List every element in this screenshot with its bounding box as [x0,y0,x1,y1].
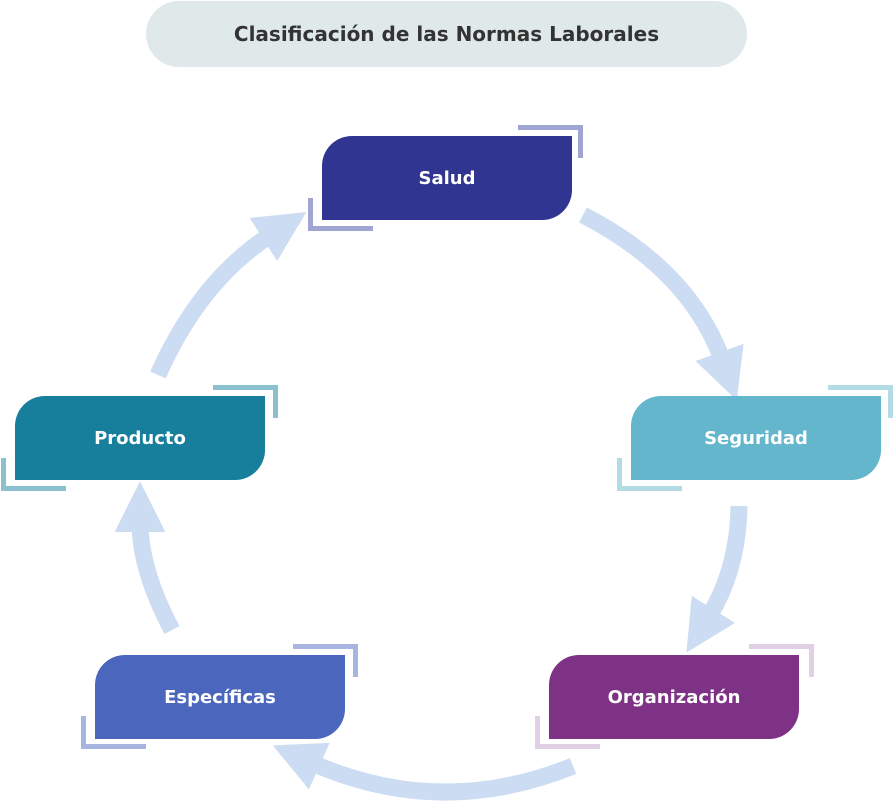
node-seguridad: Seguridad [631,396,881,480]
node-producto-label: Producto [94,427,186,449]
producto-corner-accent-top [213,385,278,418]
especificas-corner-accent-bottom [81,716,146,749]
node-organizacion: Organización [549,655,799,739]
organizacion-corner-accent-top [749,644,814,677]
producto-corner-accent-bottom [1,458,66,491]
diagram-title: Clasificación de las Normas Laborales [146,1,747,67]
node-producto: Producto [15,396,265,480]
node-organizacion-label: Organización [607,686,741,708]
node-especificas-label: Específicas [164,686,276,708]
salud-corner-accent-top [518,125,583,158]
node-salud-label: Salud [418,167,476,189]
arrow-producto-to-salud [150,212,307,379]
arrow-seguridad-to-organizacion [686,505,748,653]
node-salud: Salud [322,136,572,220]
especificas-corner-accent-top [293,644,358,677]
node-seguridad-label: Seguridad [704,427,808,449]
arrow-organizacion-to-especificas [272,742,577,801]
salud-corner-accent-bottom [308,198,373,231]
seguridad-corner-accent-top [828,385,893,418]
organizacion-corner-accent-bottom [535,716,600,749]
arrow-salud-to-seguridad [579,207,744,401]
seguridad-corner-accent-bottom [617,458,682,491]
arrow-especificas-to-producto [114,481,180,634]
node-especificas: Específicas [95,655,345,739]
